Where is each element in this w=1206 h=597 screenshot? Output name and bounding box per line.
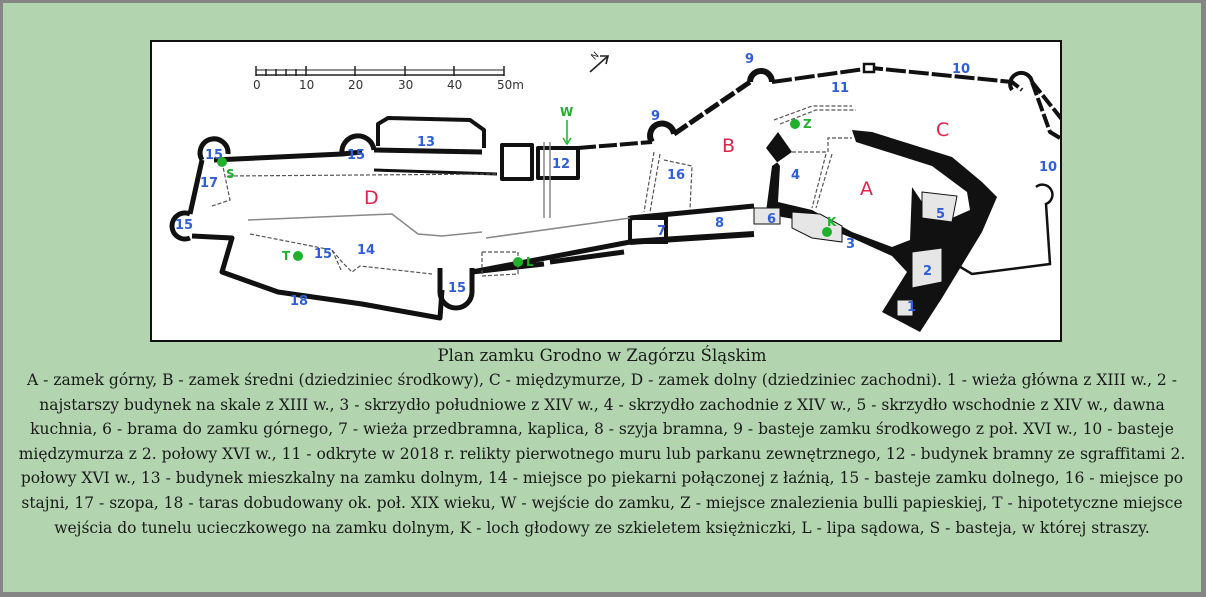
castle-plan: 0 10 20 30 40 50m N: [150, 40, 1062, 342]
svg-text:1: 1: [907, 300, 916, 315]
svg-text:11: 11: [831, 81, 849, 96]
zone-label-D: D: [364, 187, 379, 209]
svg-text:S: S: [226, 167, 235, 181]
svg-text:20: 20: [348, 78, 363, 92]
svg-text:9: 9: [651, 109, 660, 124]
svg-text:K: K: [827, 215, 837, 229]
svg-text:15: 15: [448, 281, 466, 296]
svg-text:L: L: [526, 255, 534, 269]
zone-labels: D B C A: [364, 119, 949, 209]
svg-text:T: T: [282, 249, 291, 263]
svg-text:W: W: [560, 105, 573, 119]
number-labels: 1 2 3 4 5 6 7 8 9 9 10 10 11 12 13 14 15…: [175, 52, 1057, 315]
marker-L: L: [513, 255, 534, 269]
svg-text:40: 40: [447, 78, 462, 92]
svg-text:8: 8: [715, 216, 724, 231]
svg-text:14: 14: [357, 243, 375, 258]
svg-text:30: 30: [398, 78, 413, 92]
svg-text:7: 7: [657, 224, 666, 239]
svg-text:4: 4: [791, 168, 800, 183]
marker-Z: Z: [790, 117, 812, 131]
svg-text:15: 15: [347, 148, 365, 163]
svg-text:0: 0: [253, 78, 261, 92]
svg-text:9: 9: [745, 52, 754, 67]
zone-label-A: A: [860, 178, 873, 200]
svg-text:Z: Z: [803, 117, 812, 131]
svg-text:17: 17: [200, 176, 218, 191]
svg-text:6: 6: [767, 212, 776, 227]
svg-text:N: N: [590, 51, 602, 63]
north-arrow-icon: N: [589, 51, 610, 73]
castle-plan-drawing: 0 10 20 30 40 50m N: [169, 51, 1060, 332]
point-markers: W Z K T L: [217, 105, 837, 269]
svg-text:15: 15: [314, 247, 332, 262]
svg-text:12: 12: [552, 157, 570, 172]
scale-bar-labels: 0 10 20 30 40 50m: [253, 78, 524, 92]
svg-text:10: 10: [1039, 160, 1057, 175]
svg-text:5: 5: [936, 207, 945, 222]
svg-text:3: 3: [846, 237, 855, 252]
svg-text:10: 10: [299, 78, 314, 92]
marker-T: T: [282, 249, 303, 263]
figure-frame: 0 10 20 30 40 50m N: [3, 3, 1201, 592]
svg-text:10: 10: [952, 62, 970, 77]
dashed-ruins: [211, 105, 856, 277]
marker-W: W: [560, 105, 573, 146]
scale-bar: [255, 66, 505, 76]
zone-label-C: C: [936, 119, 949, 141]
castle-walls: [169, 66, 1060, 321]
caption-title: Plan zamku Grodno w Zagórzu Śląskim: [437, 346, 767, 365]
outer-east-wall: [862, 62, 1054, 276]
svg-text:50m: 50m: [497, 78, 524, 92]
marker-K: K: [822, 215, 837, 237]
courtyard-lines: [247, 142, 631, 239]
marker-S: S: [217, 157, 235, 181]
zone-label-B: B: [722, 135, 735, 157]
figure-caption: Plan zamku Grodno w Zagórzu Śląskim A - …: [11, 345, 1193, 540]
svg-text:13: 13: [417, 135, 435, 150]
caption-legend-text: A - zamek górny, B - zamek średni (dzied…: [18, 371, 1186, 537]
svg-text:2: 2: [923, 264, 932, 279]
upper-castle-rooms: [753, 191, 958, 317]
svg-text:15: 15: [175, 218, 193, 233]
svg-text:18: 18: [290, 294, 308, 309]
svg-text:16: 16: [667, 168, 685, 183]
gate-corridor: [471, 203, 755, 275]
